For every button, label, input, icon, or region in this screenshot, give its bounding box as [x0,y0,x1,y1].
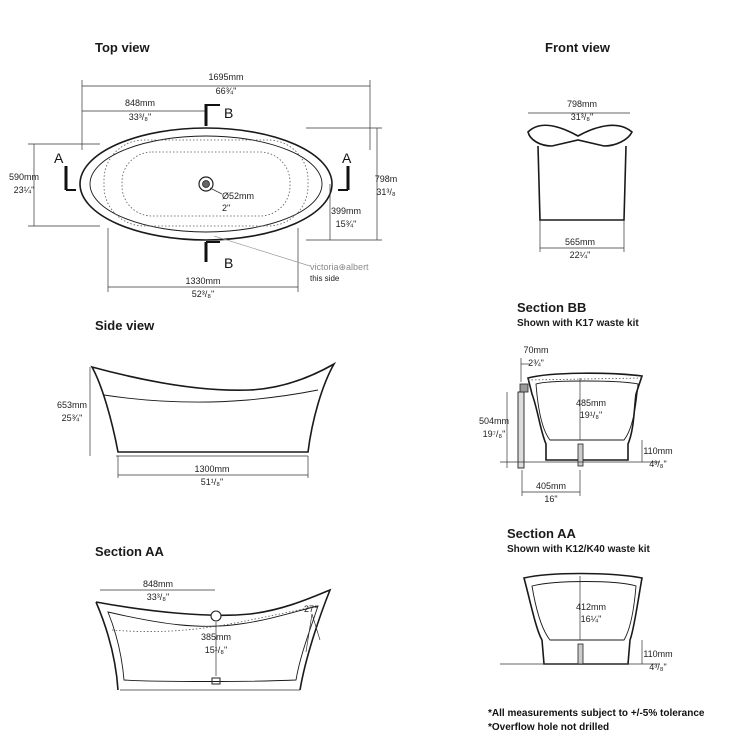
top-a-label-right: A [342,150,352,166]
bb-depth-mm: 485mm [576,398,606,408]
side-base-mm: 1300mm [194,464,229,474]
top-width-right-in: 31³/₈ [376,187,396,197]
bb-floor-mm: 110mm [643,446,672,456]
front-top-mm: 798mm [567,99,597,109]
aa-left-depth-in: 15¹/₈" [205,645,227,655]
bb-height-in: 19⁷/₈" [483,429,506,439]
top-b-label: B [224,105,233,121]
aa-left-angle: 27° [304,604,318,614]
section-aa-right-subtitle: Shown with K12/K40 waste kit [507,544,650,555]
aa-right-floor-mm: 110mm [643,649,672,659]
front-view: Front view 798mm 31³/₈" 565mm 22¼" [527,40,633,260]
section-bb-subtitle: Shown with K17 waste kit [517,318,639,329]
side-base-in: 51¹/₈" [201,477,223,487]
bb-base-in: 16" [544,494,557,504]
top-waste-mm: Ø52mm [222,191,254,201]
top-width-right-mm: 798m [375,174,398,184]
bb-height-mm: 504mm [479,416,509,426]
note-overflow: *Overflow hole not drilled [488,722,609,733]
notes: *All measurements subject to +/-5% toler… [488,708,705,733]
top-half-width-mm: 399mm [331,206,361,216]
note-tolerance: *All measurements subject to +/-5% toler… [488,708,705,719]
bb-base-mm: 405mm [536,481,566,491]
top-half-width-in: 15¾" [336,219,357,229]
section-aa-left: Section AA 848mm 33³/₈" 385mm 15¹/₈" 27° [95,544,332,691]
top-width-left-in: 23¼" [14,185,35,195]
front-base-in: 22¼" [570,250,591,260]
side-height-mm: 653mm [57,400,87,410]
front-view-title: Front view [545,40,611,55]
top-a-label-left: A [54,150,64,166]
section-aa-right-title: Section AA [507,526,576,541]
top-length-in: 66¾" [216,86,237,96]
aa-left-offset-in: 33³/₈" [147,592,169,602]
bb-rim-in: 2¾" [528,358,544,368]
top-length-mm: 1695mm [208,72,243,82]
top-view-title: Top view [95,40,151,55]
bb-depth-in: 19¹/₈" [580,410,602,420]
top-tub-inner [89,135,323,233]
top-b-offset-in: 33³/₈" [129,112,151,122]
side-view-title: Side view [95,318,155,333]
overflow-icon [210,610,222,622]
top-inner-length-mm: 1330mm [185,276,220,286]
section-aa-right: Section AA Shown with K12/K40 waste kit … [500,526,673,672]
section-aa-left-title: Section AA [95,544,164,559]
aa-right-depth-mm: 412mm [576,602,606,612]
aa-right-depth-in: 16¼" [581,614,602,624]
bb-floor-in: 4³/₈" [649,459,666,469]
top-waste-in: 2" [222,203,230,213]
top-width-left-mm: 590mm [9,172,39,182]
front-base-mm: 565mm [565,237,595,247]
bb-rim-mm: 70mm [523,345,548,355]
section-bb: Section BB Shown with K17 waste kit 70mm… [479,300,673,504]
top-waste-icon [198,176,214,192]
top-brand-note: this side [310,274,340,283]
bb-waste-pipe [517,391,525,469]
top-tub-outer [79,127,333,241]
aa-left-depth-mm: 385mm [201,632,231,642]
top-view: Top view 1695mm 66¾" 848mm 33³/₈" B B A … [9,40,397,299]
top-b-label-bottom: B [224,255,233,271]
top-brand-text: victoria⊕albert [310,262,369,272]
top-b-offset-mm: 848mm [125,98,155,108]
section-bb-title: Section BB [517,300,586,315]
front-top-in: 31³/₈" [571,112,593,122]
top-inner-length-in: 52³/₈" [192,289,214,299]
aa-left-offset-mm: 848mm [143,579,173,589]
side-height-in: 25¾" [62,413,83,423]
aa-right-floor-in: 4³/₈" [649,662,666,672]
side-view: Side view 653mm 25¾" 1300mm 51¹/₈" [57,318,337,487]
